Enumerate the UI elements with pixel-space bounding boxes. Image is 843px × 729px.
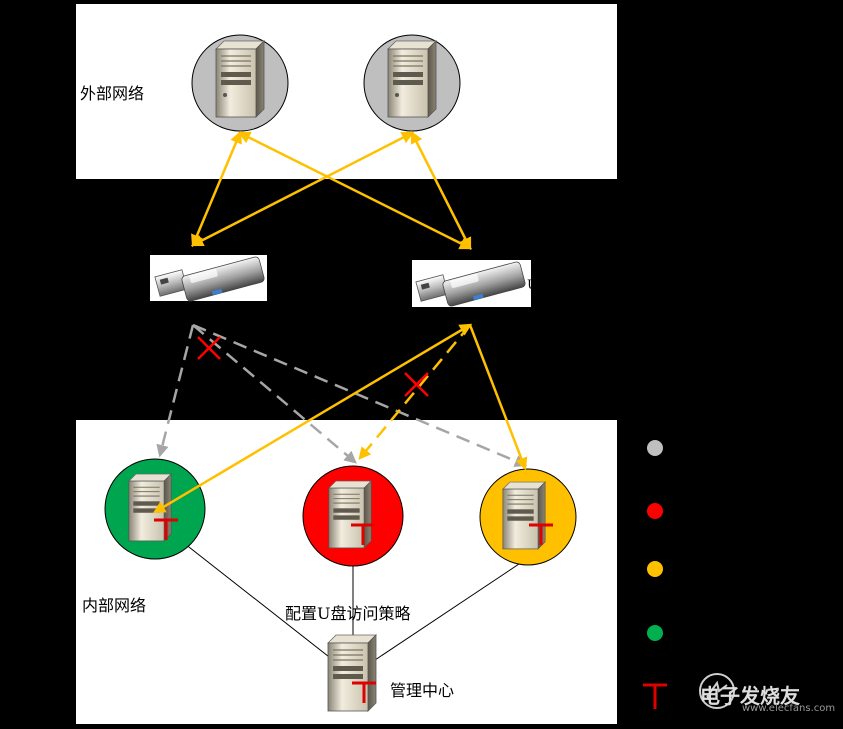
usb-drive-icon — [415, 261, 526, 307]
external-network-panel — [76, 4, 617, 179]
agent-t-icon — [643, 683, 667, 709]
deny-x-icon — [197, 336, 429, 397]
usb-drive-icon — [154, 256, 265, 302]
legend — [643, 440, 667, 709]
external-network-label: 外部网络 — [80, 84, 145, 103]
gray-dot-icon — [647, 440, 663, 456]
management-server-icon — [327, 634, 377, 712]
policy-label: 配置U盘访问策略 — [285, 604, 411, 623]
server-icon — [215, 40, 265, 118]
server-icon — [328, 480, 372, 549]
red-dot-icon — [647, 503, 663, 519]
watermark-url: www.elecfans.com — [742, 703, 836, 714]
allowed-arrows-external — [190, 130, 473, 251]
server-icon — [502, 481, 546, 550]
internal-network-label: 内部网络 — [82, 596, 147, 615]
usb-label: U — [527, 278, 538, 293]
agent-t-icon — [154, 518, 553, 703]
server-icon — [387, 40, 437, 118]
elecfans-logo-icon — [699, 673, 735, 709]
allowed-arrows-internal — [152, 323, 528, 514]
management-links — [179, 539, 526, 661]
yellow-dot-icon — [647, 561, 663, 577]
management-center-label: 管理中心 — [390, 681, 455, 700]
watermark-brand: 电子发烧友 — [700, 684, 800, 708]
green-dot-icon — [647, 625, 663, 641]
